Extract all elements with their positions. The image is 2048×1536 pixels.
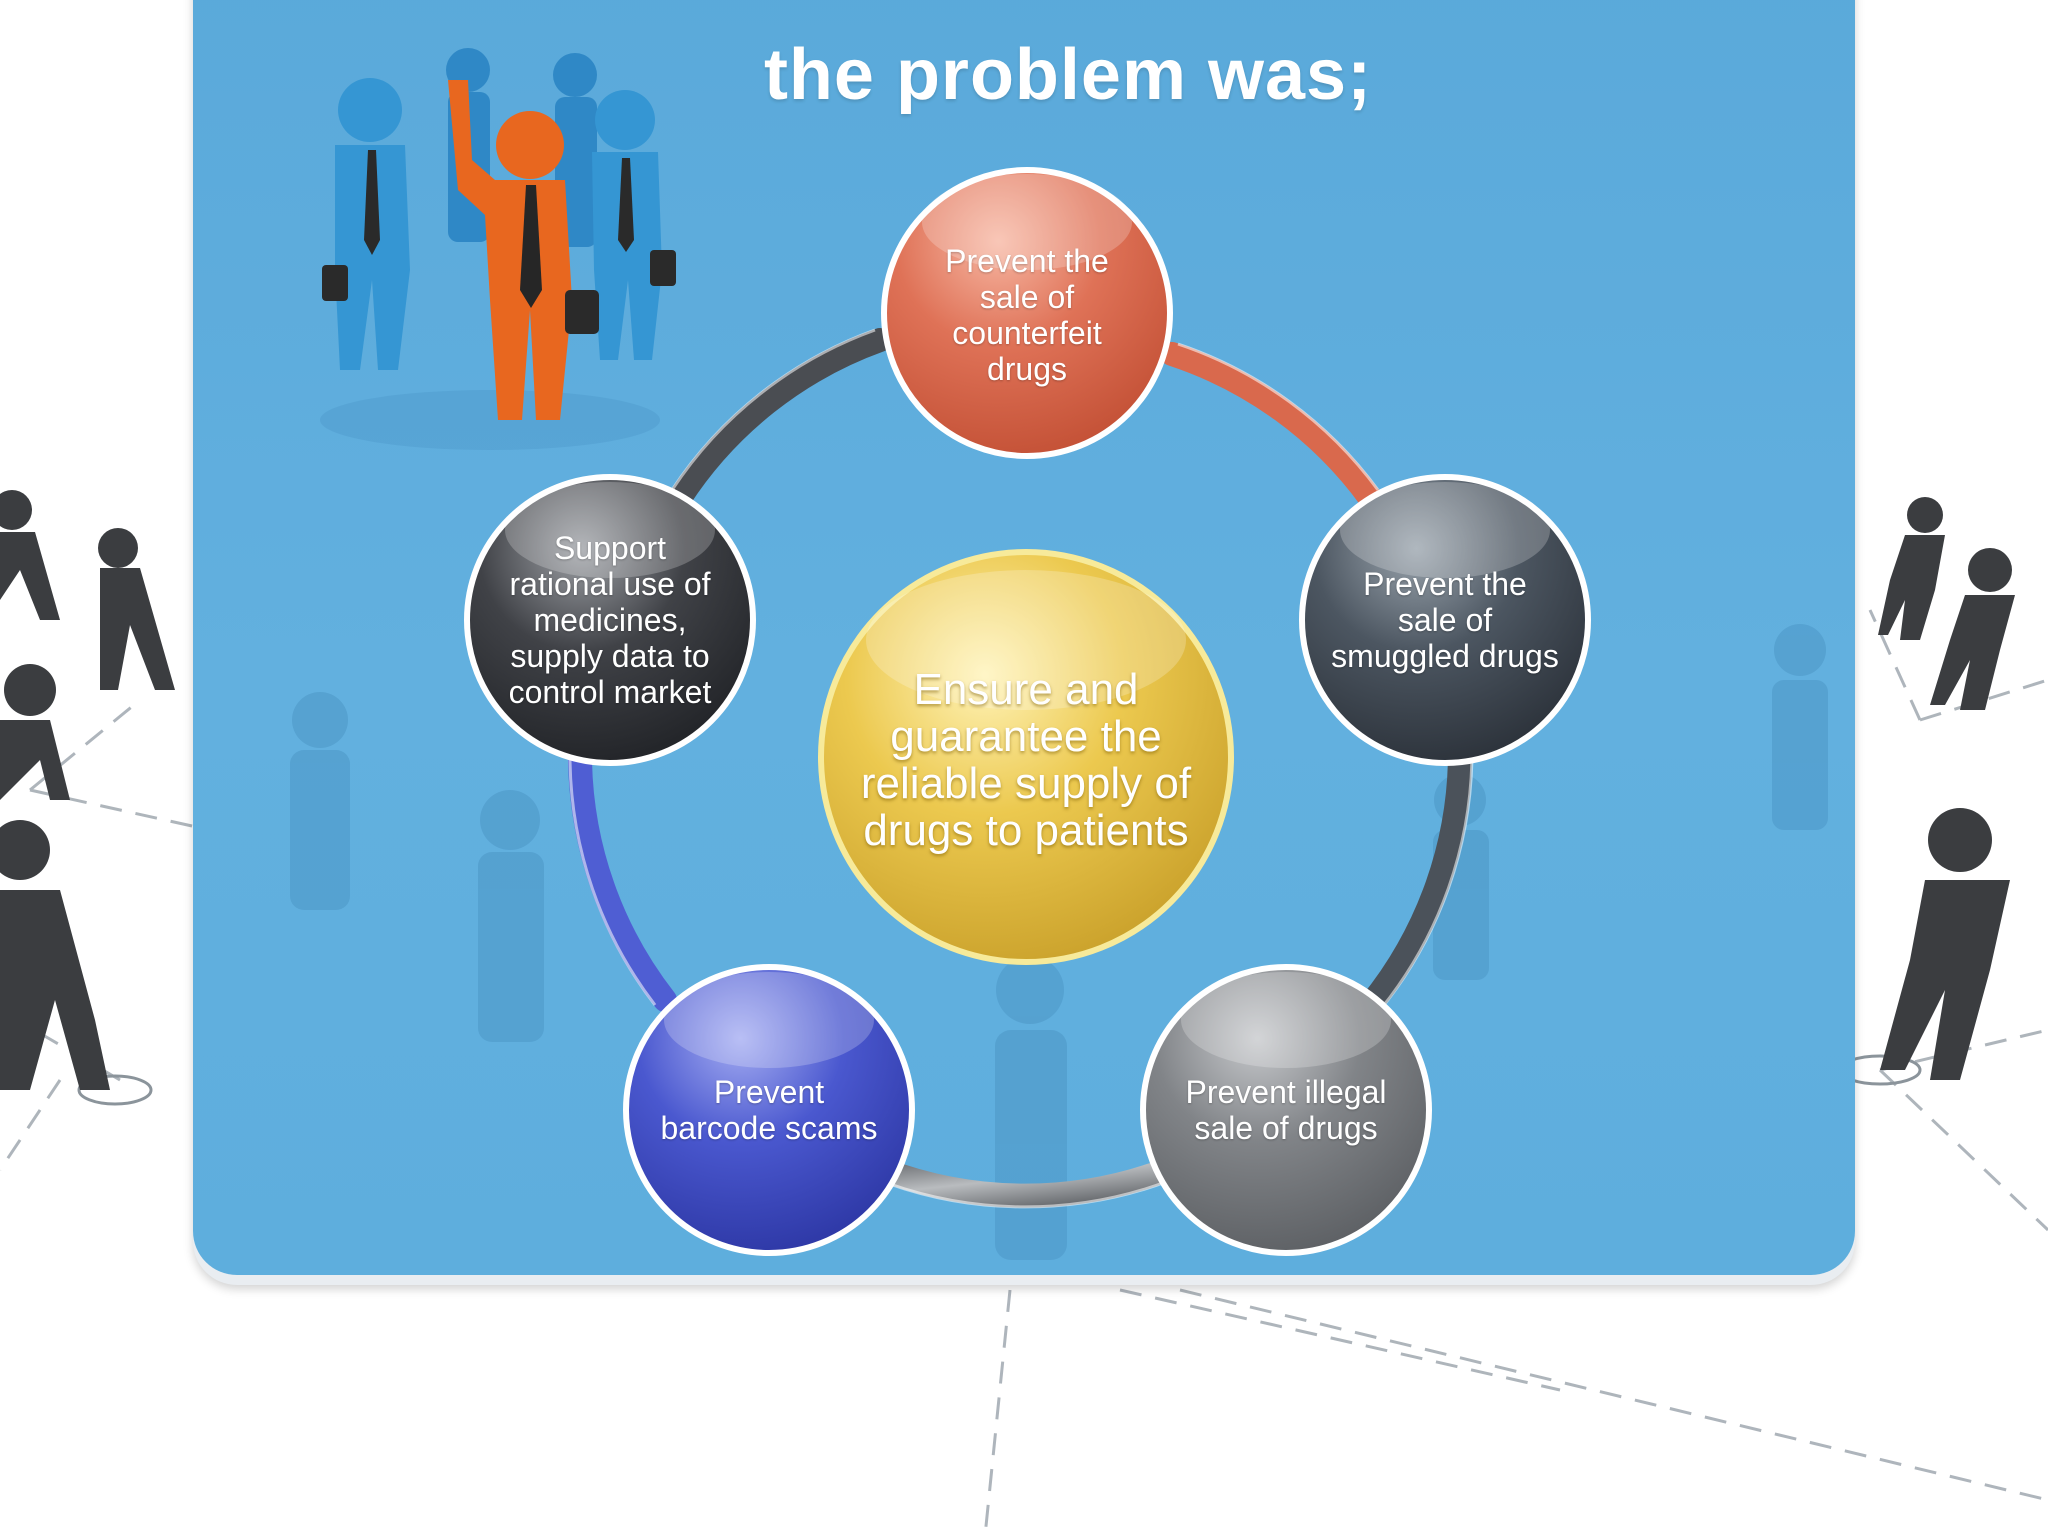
node-label-rational-use: Support rational use of medicines, suppl… (508, 530, 712, 710)
center-label: Ensure and guarantee the reliable supply… (860, 665, 1192, 855)
node-circle-rational-use (464, 474, 756, 766)
page-title: the problem was; (763, 35, 1373, 115)
node-circle-counterfeit (881, 167, 1173, 459)
node-circle-illegal (1140, 964, 1432, 1256)
node-label-counterfeit: Prevent the sale of counterfeit drugs (945, 243, 1109, 387)
node-label-barcode: Prevent barcode scams (660, 1074, 878, 1146)
center-circle (818, 549, 1234, 965)
business-team-icon (320, 48, 676, 450)
node-circle-smuggled (1299, 474, 1591, 766)
node-label-illegal: Prevent illegal sale of drugs (1185, 1074, 1387, 1146)
node-circle-barcode (623, 964, 915, 1256)
node-label-smuggled: Prevent the sale of smuggled drugs (1331, 566, 1559, 674)
